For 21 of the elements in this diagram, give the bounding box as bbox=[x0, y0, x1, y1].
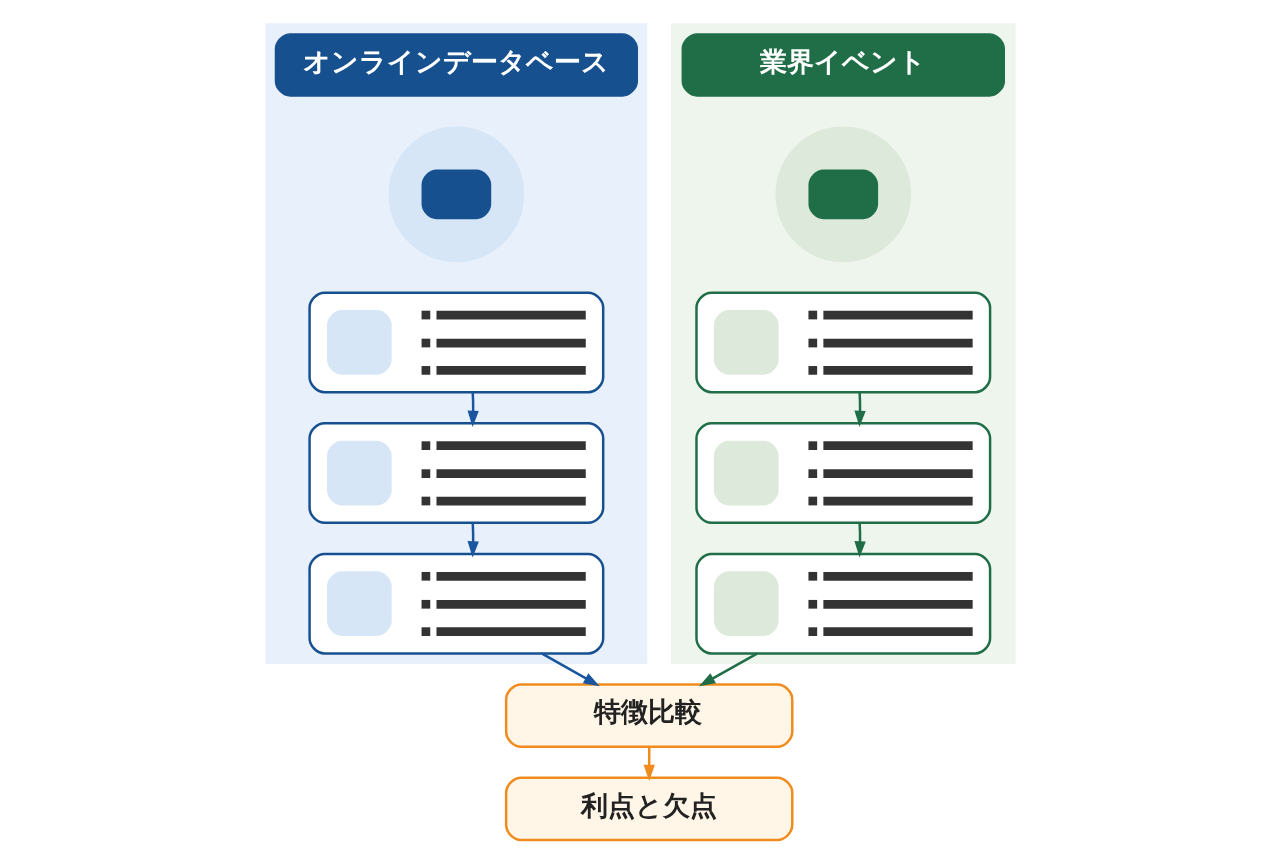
node-box bbox=[307, 290, 604, 393]
arrow bbox=[853, 522, 866, 557]
cluster bbox=[264, 22, 647, 664]
node-box bbox=[694, 290, 991, 393]
arrow bbox=[643, 746, 655, 781]
node-box bbox=[694, 552, 991, 655]
node-box bbox=[307, 552, 604, 655]
cluster bbox=[670, 22, 1016, 664]
node-box: オンラインデータベース bbox=[274, 32, 638, 97]
arrow bbox=[467, 522, 479, 557]
arrow bbox=[698, 651, 758, 686]
node-box: 利点と欠点 bbox=[504, 776, 793, 841]
node-box: 業界イベント bbox=[681, 32, 1005, 97]
node-box bbox=[307, 421, 604, 524]
node-box bbox=[694, 421, 991, 524]
node-picture bbox=[775, 126, 911, 262]
arrow bbox=[853, 391, 866, 427]
node-picture bbox=[388, 126, 524, 262]
node-box: 特徴比較 bbox=[504, 682, 793, 748]
arrow bbox=[467, 391, 479, 427]
arrow bbox=[540, 651, 600, 686]
